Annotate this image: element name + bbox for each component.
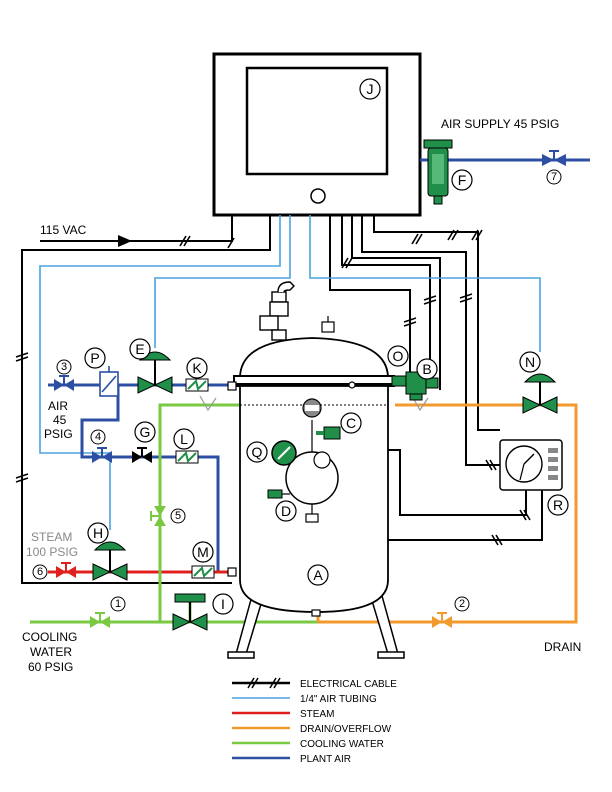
callout-p-text: P — [90, 350, 99, 366]
callout-h — [87, 522, 109, 544]
tank — [199, 281, 429, 659]
callout-i — [212, 593, 234, 615]
callout-a — [307, 564, 329, 586]
callout-k — [186, 357, 208, 379]
callout-e — [129, 338, 151, 360]
legend-item-electrical: ELECTRICAL CABLE — [300, 679, 397, 690]
vac-label: 115 VAC — [40, 223, 87, 237]
transmitter-c — [316, 426, 341, 440]
callout-7 — [546, 169, 562, 185]
callout-e-text: E — [135, 341, 144, 357]
callout-k-text: K — [192, 360, 202, 376]
air-supply-label: AIR SUPPLY 45 PSIG — [441, 117, 559, 131]
callout-l-text: L — [180, 431, 188, 447]
callout-f-text: F — [458, 172, 467, 188]
callout-q-text: Q — [252, 444, 263, 460]
legend: ELECTRICAL CABLE 1/4" AIR TUBING STEAM D… — [232, 677, 397, 765]
callout-d — [275, 500, 297, 522]
callout-c — [340, 412, 362, 434]
callout-o — [387, 345, 409, 367]
check-valve-k — [185, 378, 209, 392]
callout-n-text: N — [525, 354, 535, 370]
temperature-gauge-icon — [302, 398, 322, 418]
callout-g-text: G — [140, 424, 151, 440]
controller-box — [212, 52, 422, 217]
regulator-p — [99, 366, 119, 397]
recorder-r — [499, 439, 563, 491]
callout-q — [246, 441, 268, 463]
steam-label-line2: 100 PSIG — [26, 545, 78, 559]
cooling-label-line3: 60 PSIG — [28, 660, 73, 674]
air-filter-regulator — [423, 139, 453, 205]
callout-j — [359, 78, 381, 100]
legend-item-air-tubing: 1/4" AIR TUBING — [300, 694, 377, 705]
valve-7 — [542, 150, 566, 166]
callout-2-text: 2 — [459, 598, 465, 610]
callout-d-text: D — [281, 503, 291, 519]
callout-g — [134, 421, 156, 443]
sensor-d — [267, 489, 290, 499]
cooling-label-line1: COOLING — [22, 630, 77, 644]
callout-r — [547, 494, 569, 516]
callout-6 — [32, 564, 48, 580]
callout-3-text: 3 — [61, 361, 67, 373]
callout-p — [84, 347, 106, 369]
callout-4-text: 4 — [95, 431, 101, 443]
air-label-line3: PSIG — [44, 427, 73, 441]
legend-item-cooling-water: COOLING WATER — [300, 739, 384, 750]
callout-o-text: O — [393, 348, 404, 364]
callout-b-text: B — [422, 361, 431, 377]
control-valve-i — [172, 593, 208, 631]
callout-c-text: C — [346, 415, 356, 431]
valve-5 — [150, 506, 166, 526]
callout-m-text: M — [197, 544, 209, 560]
callout-r-text: R — [553, 497, 563, 513]
control-valve-h — [92, 541, 128, 581]
callout-4 — [90, 429, 106, 445]
air-label-line1: AIR — [48, 399, 68, 413]
cooling-label-line2: WATER — [30, 645, 72, 659]
callout-b — [416, 358, 438, 380]
legend-item-steam: STEAM — [300, 709, 334, 720]
check-valve-l — [175, 450, 199, 464]
valve-4 — [92, 447, 112, 463]
callout-1-text: 1 — [115, 598, 121, 610]
callout-3 — [56, 359, 72, 375]
valve-2 — [432, 612, 452, 628]
vac-arrow-icon — [118, 235, 132, 247]
steam-label-line1: STEAM — [31, 530, 72, 544]
callout-7-text: 7 — [551, 171, 557, 183]
callout-i-text: I — [221, 596, 225, 612]
valve-3 — [54, 375, 74, 391]
legend-item-plant-air: PLANT AIR — [300, 754, 351, 765]
air-label-line2: 45 — [53, 413, 67, 427]
callout-j-text: J — [367, 81, 374, 97]
legend-item-drain: DRAIN/OVERFLOW — [300, 724, 392, 735]
callout-m — [192, 541, 214, 563]
callout-h-text: H — [93, 525, 103, 541]
control-valve-n — [522, 373, 558, 414]
callout-f — [451, 169, 473, 191]
callout-1 — [110, 596, 126, 612]
air-tubing — [39, 215, 541, 530]
pressure-gauge-q — [271, 440, 297, 466]
callout-2 — [454, 596, 470, 612]
callout-5 — [170, 508, 186, 524]
drain-label: DRAIN — [544, 640, 581, 654]
callout-l — [173, 428, 195, 450]
check-valve-m — [191, 565, 215, 579]
cable-hash-marks — [15, 229, 531, 546]
callout-6-text: 6 — [37, 566, 43, 578]
valve-6 — [56, 562, 76, 578]
valve-1 — [90, 612, 110, 628]
callout-5-text: 5 — [175, 510, 181, 522]
callout-a-text: A — [313, 567, 323, 583]
valve-g — [132, 447, 152, 463]
callout-n — [519, 351, 541, 373]
